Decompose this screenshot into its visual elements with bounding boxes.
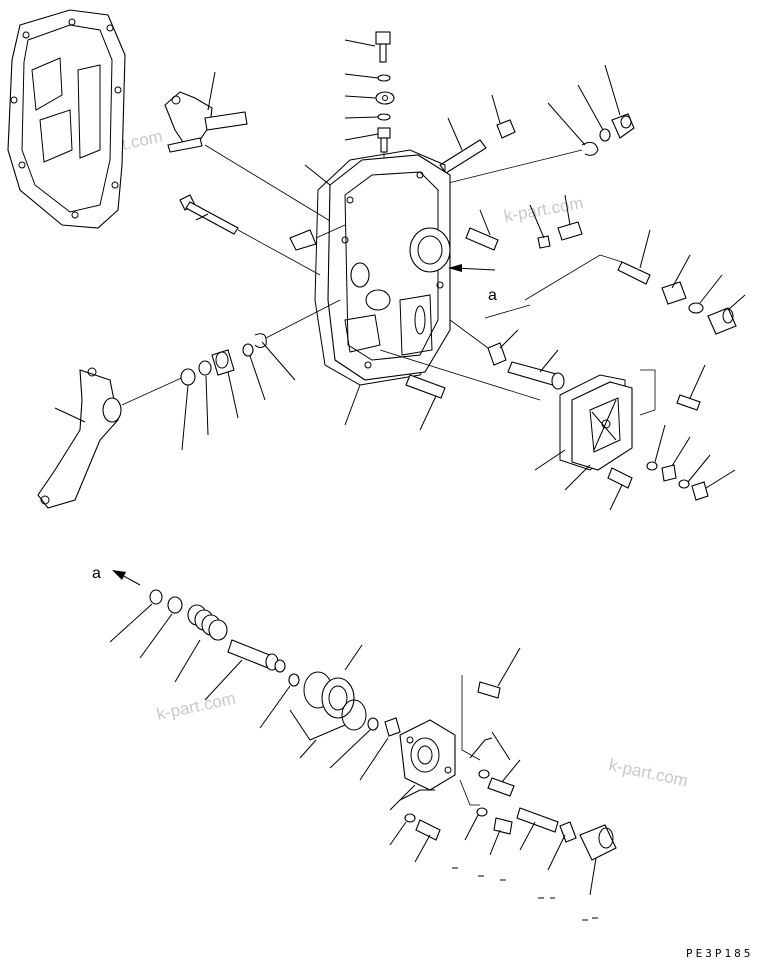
watermark-3: k-part.com — [155, 689, 237, 724]
watermark-4: k-part.com — [607, 755, 689, 790]
stud-nut-washer-cap — [617, 229, 746, 335]
end-fitting — [547, 821, 617, 896]
left-lever — [37, 367, 189, 509]
lower-left-bolts — [389, 813, 441, 863]
lower-bolts — [459, 647, 559, 856]
fuel-control-lever — [164, 71, 248, 153]
lower-housing — [359, 717, 456, 811]
dowel-pin — [439, 117, 487, 174]
diaphragm-rings — [259, 644, 379, 769]
watermark-2: k-part.com — [502, 193, 584, 226]
callout-a-lower-label: a — [92, 565, 101, 582]
cover-plate-gasket — [534, 374, 633, 491]
snap-ring-and-cap — [547, 64, 635, 156]
long-bolt — [179, 194, 321, 276]
callout-a-upper-label: a — [488, 287, 497, 304]
plug-bolt — [491, 94, 516, 139]
governor-housing — [7, 9, 126, 229]
cover-bolts — [607, 364, 736, 511]
pump-body-assembly — [304, 149, 451, 386]
spring-and-plunger — [109, 589, 286, 701]
drawing-code: PE3P185 — [686, 947, 753, 960]
body-bolts — [289, 194, 583, 251]
left-washer-stack — [180, 299, 341, 451]
callout-a-lower: a — [92, 565, 141, 586]
sleeve-and-shaft — [487, 329, 565, 390]
callout-a-upper: a — [448, 264, 497, 304]
lower-body-bolt — [405, 374, 446, 431]
